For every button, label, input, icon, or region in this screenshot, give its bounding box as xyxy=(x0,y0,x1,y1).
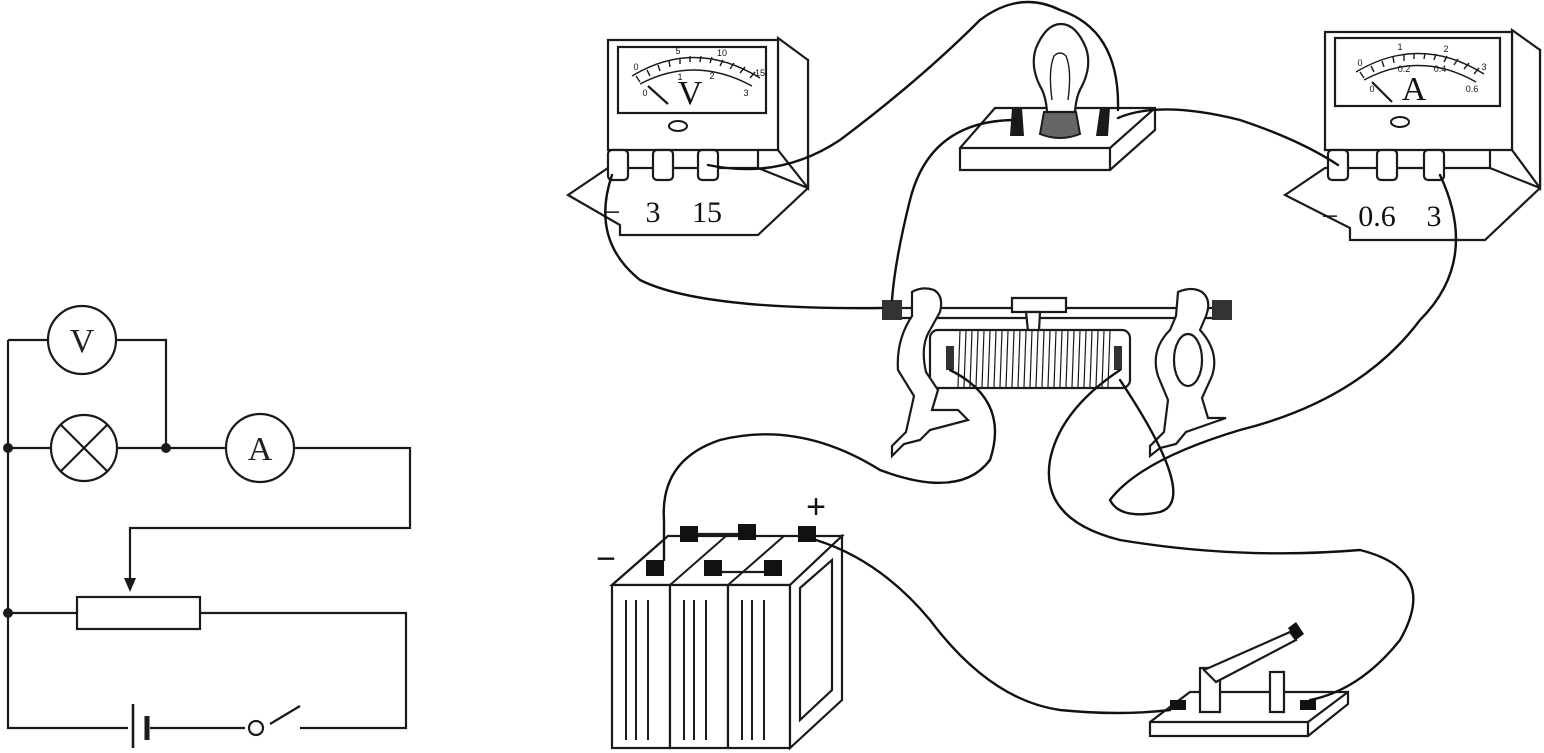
ammeter-bottom-04: 0.4 xyxy=(1434,64,1447,74)
rheostat-slider-arrow xyxy=(124,578,136,592)
rheostat-slider xyxy=(1010,296,1068,314)
voltmeter-needle xyxy=(647,85,669,105)
voltmeter-scale-ticks xyxy=(635,55,756,83)
voltmeter-bottom-3: 3 xyxy=(743,88,748,98)
lamp-device xyxy=(958,22,1157,172)
voltmeter-terminal-negative: − xyxy=(604,196,621,229)
ammeter-needle xyxy=(1371,81,1393,103)
ammeter-top-1: 1 xyxy=(1397,42,1402,52)
voltmeter-top-15: 15 xyxy=(755,68,765,78)
rheostat-stand-left xyxy=(890,287,971,459)
voltmeter-top-10: 10 xyxy=(717,48,727,58)
schematic-voltmeter: V xyxy=(46,304,118,376)
ammeter-bottom-02: 0.2 xyxy=(1398,64,1411,74)
schematic-wire-main xyxy=(8,446,412,582)
voltmeter-bottom-1: 1 xyxy=(677,72,682,82)
schematic-battery xyxy=(131,704,150,748)
battery-positive-terminal xyxy=(798,526,816,542)
lamp-bulb xyxy=(1032,22,1090,114)
connecting-wires xyxy=(604,0,1458,715)
lamp-terminal-right xyxy=(1096,108,1110,136)
schematic-switch xyxy=(247,719,265,737)
rheostat-device xyxy=(882,287,1232,459)
schematic-voltmeter-label: V xyxy=(70,323,95,360)
schematic-rheostat xyxy=(75,595,202,631)
schematic-wire-left xyxy=(6,340,408,730)
battery-negative-terminal xyxy=(646,560,664,576)
ammeter-top-0: 0 xyxy=(1357,58,1362,68)
zero-adjust-screw xyxy=(668,120,688,132)
junction-dot xyxy=(161,443,171,453)
ammeter-top-3: 3 xyxy=(1481,62,1486,72)
schematic-lamp xyxy=(49,413,119,483)
rheostat-terminal-top-right xyxy=(1212,300,1232,320)
junction-dot xyxy=(3,608,13,618)
voltmeter-device: 0 5 10 15 0 1 2 3 V − 3 15 xyxy=(565,35,810,237)
schematic-ammeter: A xyxy=(224,412,296,484)
schematic-wire-voltmeter-loop xyxy=(8,338,168,448)
ammeter-bottom-0: 0 xyxy=(1369,84,1374,94)
voltmeter-bottom-2: 2 xyxy=(709,71,714,81)
circuit-schematic: V A xyxy=(3,304,412,748)
voltmeter-letter: V xyxy=(678,75,703,112)
voltmeter-bottom-0: 0 xyxy=(642,88,647,98)
battery-negative-sign: − xyxy=(596,540,616,578)
ammeter-letter: A xyxy=(1402,71,1427,108)
voltmeter-terminal-3: 3 xyxy=(646,196,661,229)
ammeter-top-2: 2 xyxy=(1443,44,1448,54)
zero-adjust-screw xyxy=(1390,116,1410,128)
battery-positive-sign: + xyxy=(806,488,826,526)
schematic-ammeter-label: A xyxy=(248,431,273,468)
ammeter-bottom-06: 0.6 xyxy=(1466,84,1479,94)
lamp-socket xyxy=(1038,111,1082,139)
ammeter-terminal-06: 0.6 xyxy=(1358,200,1396,233)
ammeter-device: 0 1 2 3 0 0.2 0.4 0.6 A − 0.6 3 xyxy=(1282,27,1542,242)
ammeter-terminal-negative: − xyxy=(1322,200,1339,233)
ammeter-terminals xyxy=(1326,148,1446,182)
knife-switch xyxy=(1148,622,1350,738)
ammeter-scale-ticks xyxy=(1359,52,1480,79)
junction-dot xyxy=(3,443,13,453)
ammeter-terminal-3: 3 xyxy=(1427,200,1442,233)
voltmeter-top-0: 0 xyxy=(633,62,638,72)
voltmeter-terminal-15: 15 xyxy=(692,196,722,229)
battery-pack: − + xyxy=(596,488,845,751)
rheostat-terminal-top-left xyxy=(882,300,902,320)
voltmeter-top-5: 5 xyxy=(675,46,680,56)
lamp-terminal-left xyxy=(1010,108,1024,136)
voltmeter-terminals xyxy=(606,148,720,182)
